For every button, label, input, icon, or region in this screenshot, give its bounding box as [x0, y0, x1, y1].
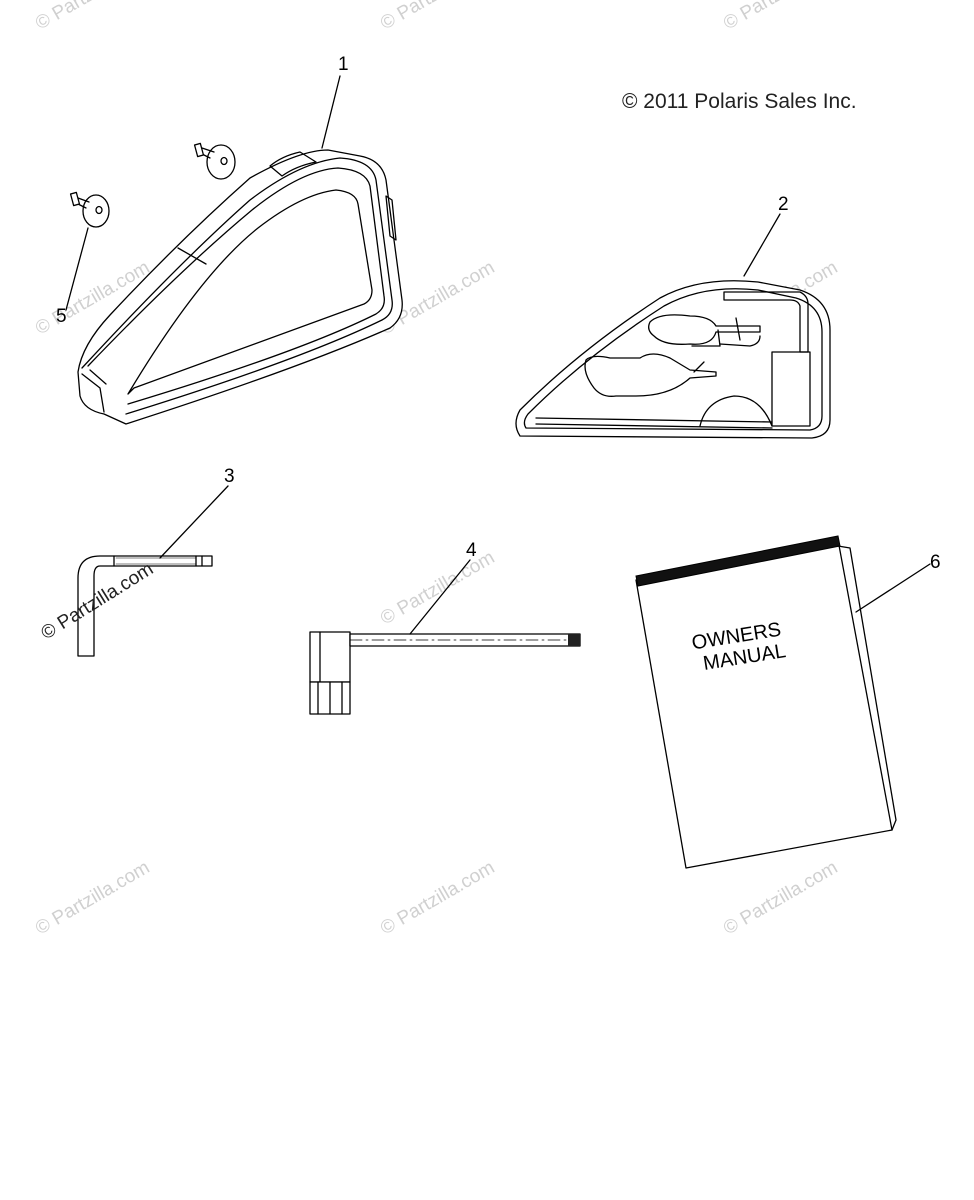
- leader-1: [321, 75, 341, 149]
- part-4-socket-wrench: [309, 631, 581, 715]
- watermark: © Partzilla.com: [32, 0, 153, 34]
- part-5-pins: [69, 142, 236, 228]
- callout-2: 2: [778, 194, 789, 215]
- watermark: © Partzilla.com: [32, 857, 153, 939]
- callout-4: 4: [466, 540, 477, 561]
- part-2-tool-tray: [515, 280, 831, 439]
- callout-6: 6: [930, 552, 941, 573]
- leader-6: [855, 563, 931, 613]
- watermark: © Partzilla.com: [38, 559, 158, 645]
- watermark: © Partzilla.com: [720, 857, 841, 939]
- part-1-tool-bag: [77, 149, 403, 425]
- watermark: © Partzilla.com: [377, 547, 498, 629]
- callout-1: 1: [338, 54, 349, 75]
- leader-4: [409, 559, 471, 635]
- callout-numbers: 1 2 3 4 5 6: [56, 54, 941, 573]
- leader-lines: [65, 75, 931, 635]
- part-3-hex-key: [77, 555, 213, 657]
- leader-5: [65, 227, 89, 311]
- watermark: © Partzilla.com: [720, 0, 841, 34]
- wrench-tip: [568, 634, 580, 646]
- callout-3: 3: [224, 466, 235, 487]
- leader-2: [743, 213, 781, 277]
- watermark: © Partzilla.com: [377, 0, 498, 34]
- callout-5: 5: [56, 306, 67, 327]
- watermark: © Partzilla.com: [377, 857, 498, 939]
- part-6-owners-manual: OWNERS MANUAL: [635, 535, 897, 869]
- copyright-text: © 2011 Polaris Sales Inc.: [622, 90, 857, 113]
- leader-3: [159, 485, 229, 559]
